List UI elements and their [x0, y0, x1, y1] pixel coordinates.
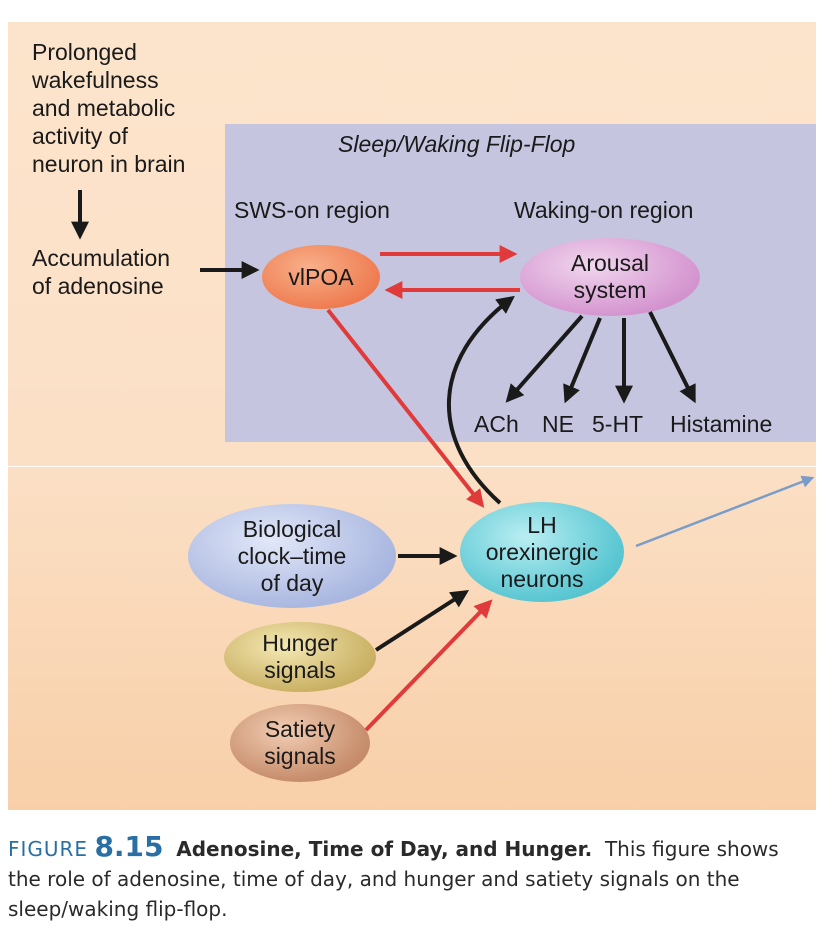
vlpoa-node: vlPOA — [262, 245, 380, 309]
lh-orexinergic-node: LH orexinergic neurons — [460, 502, 624, 602]
arrow-pointer-right — [635, 475, 815, 548]
satiety-signals-node: Satiety signals — [230, 704, 370, 782]
arrow-arousal-to-histamine — [648, 311, 696, 404]
adenosine-text: Accumulation of adenosine — [32, 245, 171, 299]
nt-ach: ACh — [474, 411, 519, 437]
arrow-hunger-to-lh — [374, 590, 470, 652]
arrow-arousal-to-ne — [563, 317, 602, 404]
nt-histamine: Histamine — [670, 411, 773, 437]
waking-region-label: Waking-on region — [514, 197, 694, 223]
caption-body: This figure shows the role of adenosine,… — [8, 837, 779, 921]
biological-clock-node: Biological clock–time of day — [188, 504, 396, 608]
arrow-satiety-to-lh — [364, 599, 493, 732]
caption-title: Adenosine, Time of Day, and Hunger. — [176, 837, 593, 861]
sws-region-label: SWS-on region — [234, 197, 390, 223]
divider-line — [8, 466, 816, 467]
prolonged-wakefulness-text: Prolonged wakefulness and metabolic acti… — [32, 39, 186, 177]
figure-caption: FIGURE 8.15 Adenosine, Time of Day, and … — [8, 832, 808, 924]
nt-ne: NE — [542, 411, 574, 437]
hunger-signals-node: Hunger signals — [224, 622, 376, 692]
arrow-lh-to-arousal — [446, 295, 515, 505]
arrow-vlpoa-to-lh — [326, 308, 485, 508]
arrow-arousal-to-ach — [505, 314, 584, 403]
caption-figure-label: FIGURE — [8, 837, 89, 861]
caption-figure-number: 8.15 — [94, 830, 164, 863]
box-title: Sleep/Waking Flip-Flop — [338, 131, 576, 157]
arousal-system-node: Arousal system — [520, 238, 700, 316]
nt-5ht: 5-HT — [592, 411, 644, 437]
